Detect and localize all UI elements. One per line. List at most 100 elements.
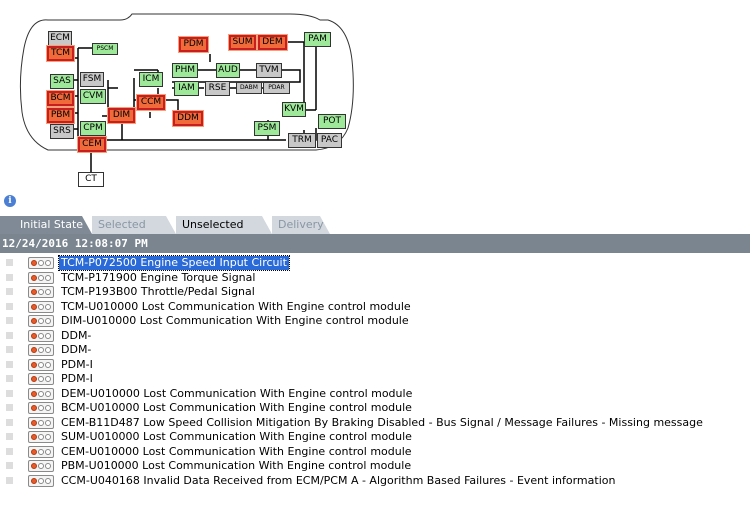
module-rse[interactable]: RSE bbox=[205, 81, 230, 96]
grip-icon[interactable] bbox=[6, 317, 13, 324]
module-pdar[interactable]: PDAR bbox=[263, 82, 290, 94]
module-icm[interactable]: ICM bbox=[139, 72, 163, 87]
lamp-on-icon bbox=[31, 405, 37, 411]
grip-icon[interactable] bbox=[6, 462, 13, 469]
tab-unselected-csc[interactable]: Unselected CSC bbox=[176, 216, 272, 234]
module-ecm[interactable]: ECM bbox=[48, 31, 72, 46]
grip-icon[interactable] bbox=[6, 433, 13, 440]
grip-icon[interactable] bbox=[6, 404, 13, 411]
grip-icon[interactable] bbox=[6, 360, 13, 368]
module-pscm[interactable]: PSCM bbox=[92, 43, 118, 55]
grip-icon[interactable] bbox=[6, 273, 13, 281]
module-fsm[interactable]: FSM bbox=[80, 72, 104, 87]
dtc-row[interactable]: CEM-B11D487 Low Speed Collision Mitigati… bbox=[0, 416, 750, 430]
status-lamps-icon bbox=[28, 329, 54, 342]
dtc-row[interactable]: DDM- bbox=[0, 329, 750, 343]
dtc-text[interactable]: TCM-P171900 Engine Torque Signal bbox=[61, 270, 256, 284]
dtc-row[interactable]: TCM-P171900 Engine Torque Signal bbox=[0, 271, 750, 285]
dtc-text[interactable]: DEM-U010000 Lost Communication With Engi… bbox=[61, 386, 413, 400]
module-kvm[interactable]: KVM bbox=[282, 102, 306, 117]
lamp-off-icon bbox=[38, 361, 44, 368]
grip-icon[interactable] bbox=[6, 476, 13, 484]
lamp-off-icon bbox=[45, 419, 51, 426]
info-icon[interactable]: i bbox=[4, 195, 16, 207]
grip-icon[interactable] bbox=[6, 302, 13, 310]
module-dim[interactable]: DIM bbox=[108, 108, 135, 123]
grip-icon[interactable] bbox=[6, 331, 13, 339]
dtc-row[interactable]: DIM-U010000 Lost Communication With Engi… bbox=[0, 314, 750, 328]
dtc-text[interactable]: TCM-P072500 Engine Speed Input Circuit bbox=[58, 255, 290, 271]
dtc-row[interactable]: DDM- bbox=[0, 343, 750, 357]
status-lamps-icon bbox=[28, 460, 54, 472]
dtc-row[interactable]: CCM-U040168 Invalid Data Received from E… bbox=[0, 474, 750, 488]
lamp-on-icon bbox=[31, 477, 37, 484]
module-pam[interactable]: PAM bbox=[304, 32, 331, 47]
dtc-row[interactable]: CEM-U010000 Lost Communication With Engi… bbox=[0, 445, 750, 459]
grip-icon[interactable] bbox=[6, 447, 13, 455]
module-dabm[interactable]: DABM bbox=[236, 82, 262, 94]
grip-icon[interactable] bbox=[6, 346, 13, 353]
lamp-on-icon bbox=[31, 419, 37, 426]
module-cem[interactable]: CEM bbox=[78, 137, 106, 152]
status-lamps-icon bbox=[28, 373, 54, 385]
module-tcm[interactable]: TCM bbox=[47, 46, 74, 61]
dtc-text[interactable]: PDM-I bbox=[61, 357, 93, 371]
dtc-text[interactable]: CEM-B11D487 Low Speed Collision Mitigati… bbox=[61, 415, 703, 429]
dtc-row[interactable]: PDM-I bbox=[0, 372, 750, 386]
status-lamps-icon bbox=[28, 402, 54, 414]
grip-icon[interactable] bbox=[6, 375, 13, 382]
dtc-row[interactable]: PBM-U010000 Lost Communication With Engi… bbox=[0, 459, 750, 473]
lamp-off-icon bbox=[45, 260, 51, 266]
tab-initial-state[interactable]: Initial State bbox=[0, 216, 92, 234]
grip-icon[interactable] bbox=[6, 389, 13, 397]
module-srs[interactable]: SRS bbox=[50, 124, 74, 139]
dtc-text[interactable]: PDM-I bbox=[61, 372, 93, 385]
grip-icon[interactable] bbox=[6, 418, 13, 426]
dtc-text[interactable]: CEM-U010000 Lost Communication With Engi… bbox=[61, 444, 412, 458]
module-psm[interactable]: PSM bbox=[254, 121, 280, 136]
dtc-text[interactable]: DIM-U010000 Lost Communication With Engi… bbox=[61, 314, 409, 327]
dtc-text[interactable]: PBM-U010000 Lost Communication With Engi… bbox=[61, 459, 412, 472]
status-lamps-icon bbox=[28, 315, 54, 327]
lamp-on-icon bbox=[31, 318, 37, 324]
lamp-off-icon bbox=[45, 318, 51, 324]
grip-icon[interactable] bbox=[6, 288, 13, 295]
dtc-row[interactable]: TCM-U010000 Lost Communication With Engi… bbox=[0, 300, 750, 314]
dtc-text[interactable]: CCM-U040168 Invalid Data Received from E… bbox=[61, 473, 616, 487]
dtc-text[interactable]: TCM-P193B00 Throttle/Pedal Signal bbox=[61, 285, 255, 298]
module-bcm[interactable]: BCM bbox=[47, 91, 74, 106]
module-dem[interactable]: DEM bbox=[258, 35, 287, 50]
module-pac[interactable]: PAC bbox=[317, 133, 342, 148]
tab-delivery[interactable]: Delivery bbox=[272, 216, 330, 234]
module-sum[interactable]: SUM bbox=[229, 35, 256, 50]
module-ct[interactable]: CT bbox=[78, 172, 104, 187]
dtc-row[interactable]: PDM-I bbox=[0, 358, 750, 372]
module-phm[interactable]: PHM bbox=[172, 63, 198, 78]
module-ddm[interactable]: DDM bbox=[173, 111, 203, 126]
dtc-row[interactable]: TCM-P072500 Engine Speed Input Circuit bbox=[0, 255, 750, 271]
dtc-text[interactable]: BCM-U010000 Lost Communication With Engi… bbox=[61, 401, 412, 414]
module-pbm[interactable]: PBM bbox=[47, 108, 74, 123]
dtc-text[interactable]: DDM- bbox=[61, 328, 92, 342]
lamp-off-icon bbox=[38, 260, 44, 266]
dtc-row[interactable]: DEM-U010000 Lost Communication With Engi… bbox=[0, 387, 750, 401]
dtc-text[interactable]: TCM-U010000 Lost Communication With Engi… bbox=[61, 299, 411, 313]
dtc-text[interactable]: SUM-U010000 Lost Communication With Engi… bbox=[61, 430, 412, 443]
module-sas[interactable]: SAS bbox=[50, 74, 74, 89]
module-pdm[interactable]: PDM bbox=[179, 37, 208, 52]
module-cpm[interactable]: CPM bbox=[80, 121, 106, 136]
grip-icon[interactable] bbox=[6, 259, 13, 266]
tab-selected-csc[interactable]: Selected CSC bbox=[92, 216, 176, 234]
module-pot[interactable]: POT bbox=[318, 114, 346, 129]
lamp-on-icon bbox=[31, 347, 37, 353]
module-cvm[interactable]: CVM bbox=[80, 89, 106, 104]
module-trm[interactable]: TRM bbox=[288, 133, 316, 148]
module-tvm[interactable]: TVM bbox=[256, 63, 282, 78]
dtc-row[interactable]: SUM-U010000 Lost Communication With Engi… bbox=[0, 430, 750, 444]
module-aud[interactable]: AUD bbox=[216, 63, 240, 78]
dtc-row[interactable]: BCM-U010000 Lost Communication With Engi… bbox=[0, 401, 750, 415]
dtc-text[interactable]: DDM- bbox=[61, 343, 92, 356]
module-ccm[interactable]: CCM bbox=[137, 95, 165, 110]
module-iam[interactable]: IAM bbox=[174, 81, 199, 96]
dtc-row[interactable]: TCM-P193B00 Throttle/Pedal Signal bbox=[0, 285, 750, 299]
